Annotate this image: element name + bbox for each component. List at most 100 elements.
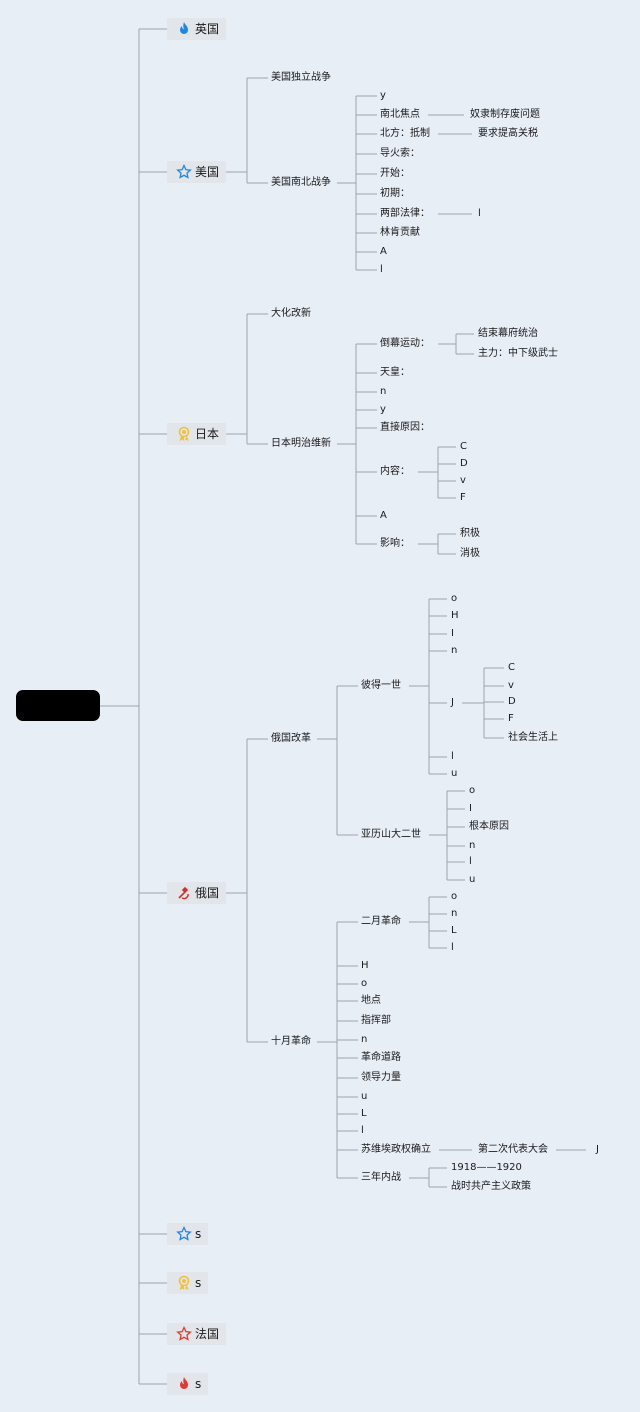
subtopic[interactable]: 领导力量 (361, 1072, 401, 1083)
subtopic[interactable]: 十月革命 (271, 1036, 311, 1047)
subtopic[interactable]: 第二次代表大会 (478, 1144, 548, 1155)
flame-icon (176, 1376, 192, 1392)
star-outline-icon (176, 163, 192, 180)
subtopic[interactable]: I (451, 628, 454, 639)
subtopic[interactable]: 初期： (380, 188, 410, 199)
subtopic[interactable]: 日本明治维新 (271, 438, 331, 449)
subtopic[interactable]: l (380, 264, 383, 275)
topic-label: s (195, 1227, 202, 1241)
subtopic[interactable]: 结束幕府统治 (478, 328, 538, 339)
subtopic[interactable]: 苏维埃政权确立 (361, 1144, 431, 1155)
award-ribbon-icon (176, 1275, 192, 1291)
subtopic[interactable]: n (451, 645, 458, 656)
subtopic[interactable]: 要求提高关税 (478, 128, 538, 139)
subtopic[interactable]: 林肯贡献 (380, 227, 420, 238)
subtopic[interactable]: A (380, 510, 387, 521)
subtopic[interactable]: n (380, 386, 387, 397)
subtopic[interactable]: n (451, 908, 458, 919)
subtopic[interactable]: u (451, 768, 458, 779)
topic-label: s (195, 1276, 202, 1290)
subtopic[interactable]: 社会生活上 (508, 732, 558, 743)
subtopic[interactable]: H (451, 610, 459, 621)
subtopic[interactable]: 俄国改革 (271, 733, 311, 744)
subtopic[interactable]: 积极 (460, 528, 480, 539)
award-ribbon-icon (176, 426, 192, 442)
subtopic[interactable]: C (508, 662, 515, 673)
topic-jp[interactable]: 日本 (167, 423, 227, 445)
subtopic[interactable]: 彼得一世 (361, 680, 401, 691)
topic-c8[interactable]: s (167, 1373, 209, 1395)
subtopic[interactable]: v (460, 475, 466, 486)
flame-icon (176, 21, 192, 37)
subtopic[interactable]: D (460, 458, 468, 469)
topic-ru[interactable]: 俄国 (167, 882, 227, 904)
subtopic[interactable]: o (451, 891, 458, 902)
subtopic[interactable]: 指挥部 (361, 1015, 391, 1026)
subtopic[interactable]: 亚历山大二世 (361, 829, 421, 840)
subtopic[interactable]: C (460, 441, 467, 452)
subtopic[interactable]: L (451, 925, 457, 936)
subtopic[interactable]: 两部法律： (380, 208, 430, 219)
subtopic[interactable]: L (361, 1108, 367, 1119)
subtopic[interactable]: 地点 (361, 995, 381, 1006)
subtopic[interactable]: 奴隶制存废问题 (470, 109, 540, 120)
subtopic[interactable]: l (451, 751, 454, 762)
subtopic[interactable]: n (469, 840, 476, 851)
subtopic[interactable]: I (469, 803, 472, 814)
topic-label: 日本 (195, 427, 220, 441)
hammer-sickle-icon (176, 885, 192, 901)
topic-label: 美国 (195, 165, 220, 179)
subtopic[interactable]: y (380, 90, 386, 101)
subtopic[interactable]: 主力：中下级武士 (478, 348, 558, 359)
subtopic[interactable]: D (508, 696, 516, 707)
subtopic[interactable]: o (469, 785, 476, 796)
topic-us[interactable]: 美国 (167, 161, 227, 183)
subtopic[interactable]: J (451, 697, 454, 708)
subtopic[interactable]: v (508, 680, 514, 691)
subtopic[interactable]: 天皇： (380, 367, 410, 378)
subtopic[interactable]: o (451, 593, 458, 604)
subtopic[interactable]: o (361, 978, 368, 989)
star-outline-icon (176, 1225, 192, 1242)
subtopic[interactable]: l (361, 1125, 364, 1136)
subtopic[interactable]: 南北焦点 (380, 109, 420, 120)
subtopic[interactable]: 影响： (380, 538, 410, 549)
subtopic[interactable]: 导火索： (380, 148, 420, 159)
topic-fr[interactable]: 法国 (167, 1323, 227, 1345)
star-outline-icon (176, 1325, 192, 1342)
subtopic[interactable]: 战时共产主义政策 (451, 1181, 531, 1192)
subtopic[interactable]: 北方：抵制 (380, 128, 430, 139)
subtopic[interactable]: 根本原因 (469, 821, 509, 832)
subtopic[interactable]: u (469, 874, 476, 885)
subtopic[interactable]: 开始： (380, 168, 410, 179)
subtopic[interactable]: A (380, 246, 387, 257)
topic-label: 法国 (195, 1327, 220, 1341)
subtopic[interactable]: 美国独立战争 (271, 72, 331, 83)
topic-c6[interactable]: s (167, 1272, 209, 1294)
subtopic[interactable]: 大化改新 (271, 308, 311, 319)
topic-label: 英国 (195, 22, 220, 36)
root-topic[interactable] (16, 690, 100, 721)
topic-uk[interactable]: 英国 (167, 18, 227, 40)
subtopic[interactable]: 内容： (380, 466, 410, 477)
subtopic[interactable]: 革命道路 (361, 1052, 401, 1063)
subtopic[interactable]: y (380, 404, 386, 415)
subtopic[interactable]: 1918——1920 (451, 1162, 522, 1173)
subtopic[interactable]: l (478, 208, 481, 219)
subtopic[interactable]: 三年内战 (361, 1172, 401, 1183)
subtopic[interactable]: 二月革命 (361, 916, 401, 927)
subtopic[interactable]: u (361, 1091, 368, 1102)
subtopic[interactable]: 消极 (460, 548, 480, 559)
subtopic[interactable]: 直接原因： (380, 422, 430, 433)
subtopic[interactable]: H (361, 960, 369, 971)
subtopic[interactable]: l (469, 856, 472, 867)
subtopic[interactable]: 美国南北战争 (271, 177, 331, 188)
subtopic[interactable]: F (508, 713, 514, 724)
subtopic[interactable]: n (361, 1034, 368, 1045)
subtopic[interactable]: 倒幕运动： (380, 338, 430, 349)
topic-c5[interactable]: s (167, 1223, 209, 1245)
subtopic[interactable]: F (460, 492, 466, 503)
subtopic[interactable]: l (451, 942, 454, 953)
subtopic[interactable]: J (596, 1144, 599, 1155)
